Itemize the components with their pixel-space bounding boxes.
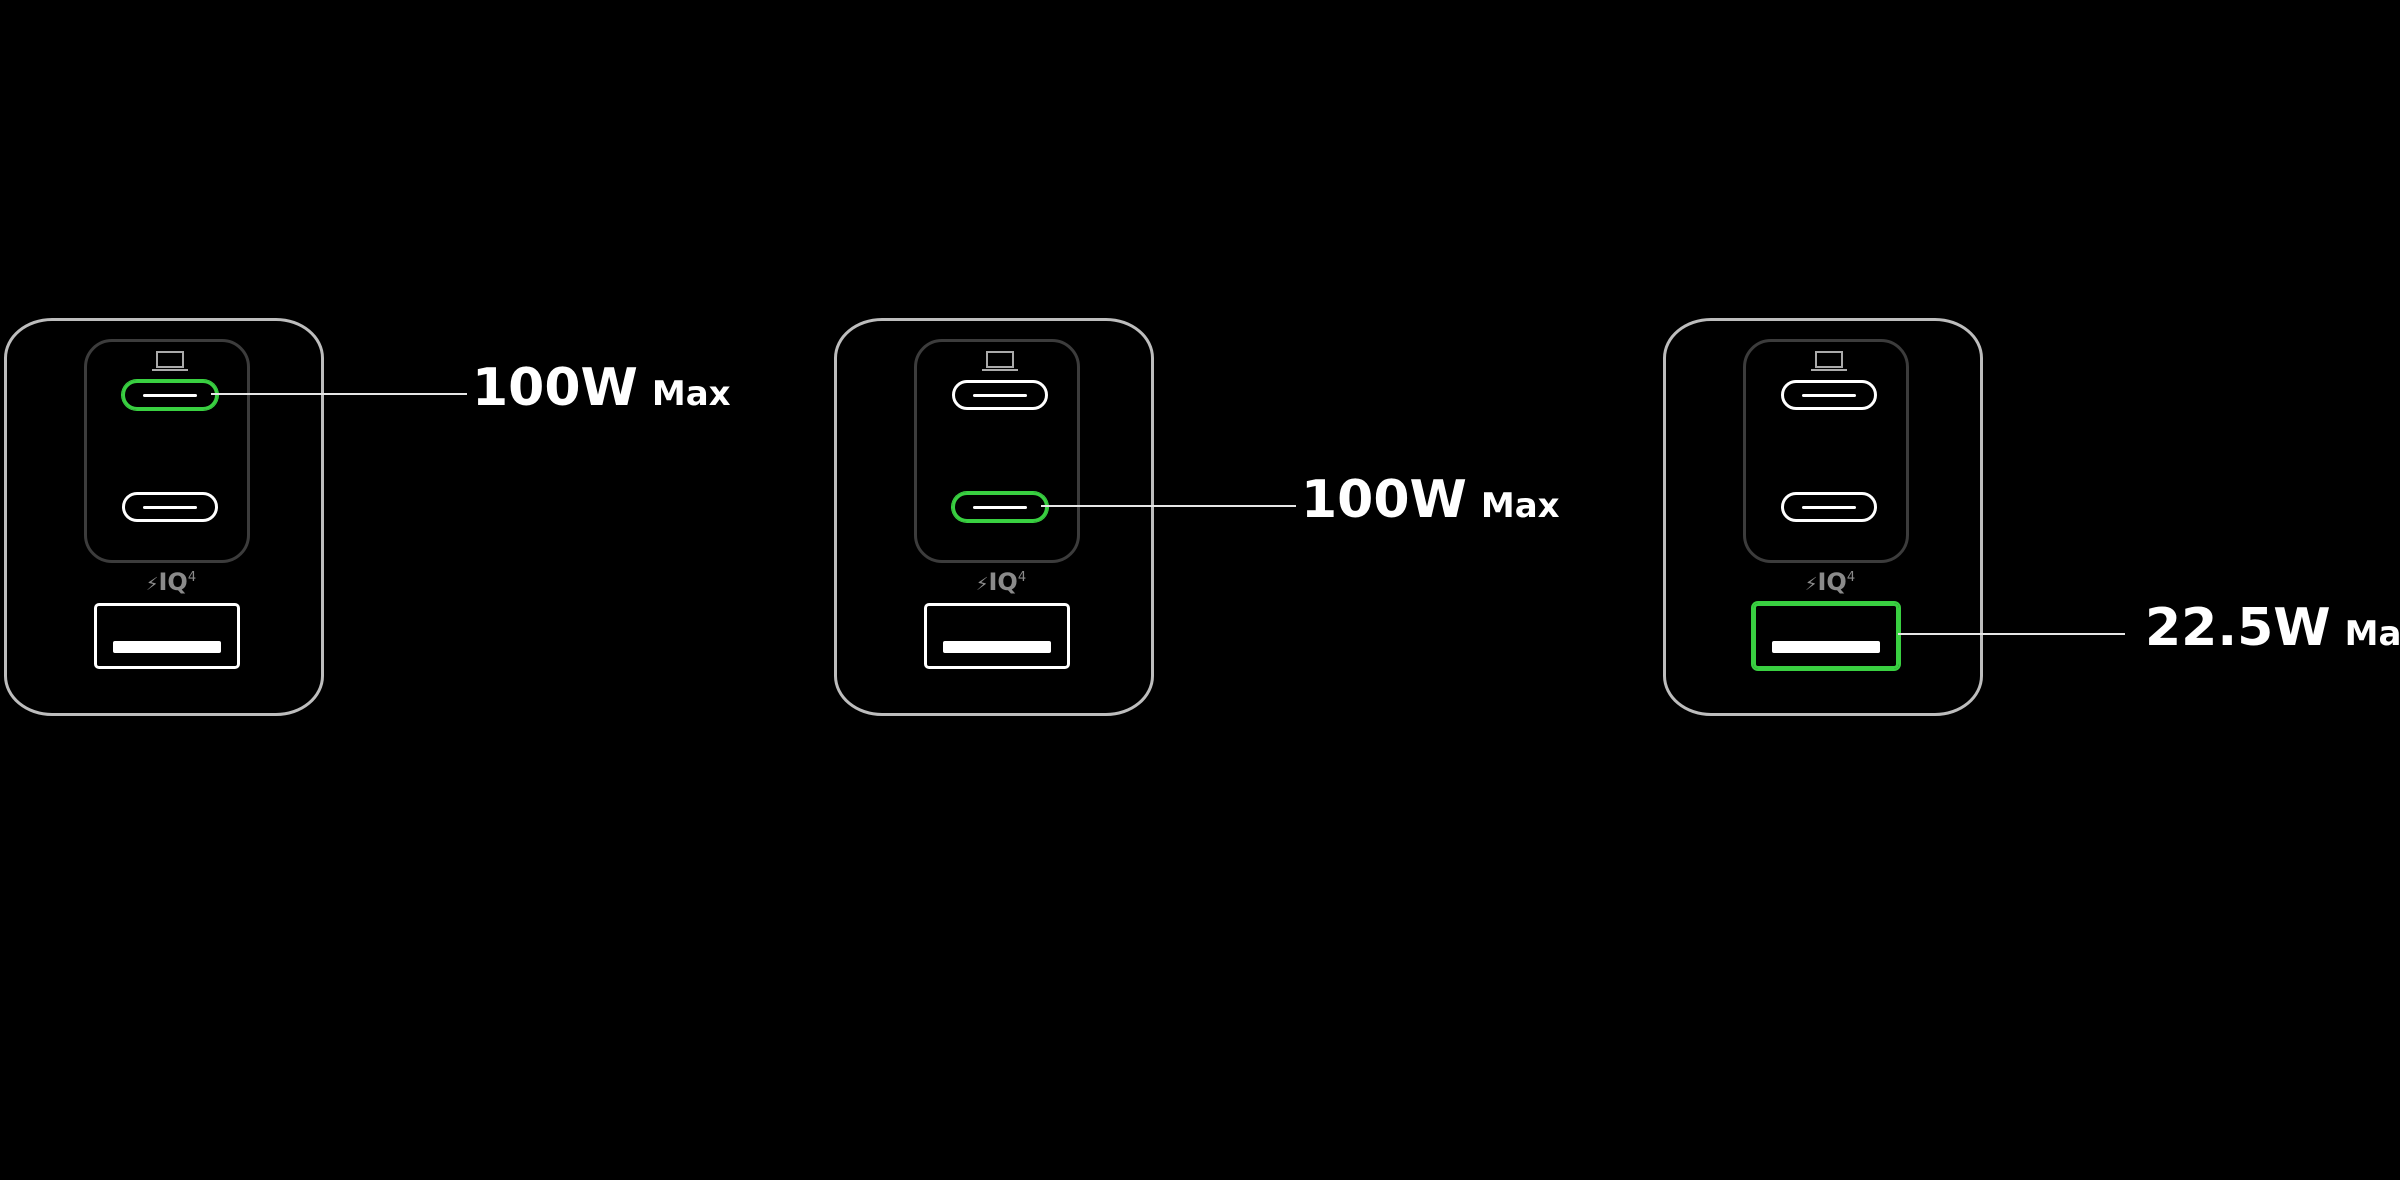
usb-c-port-2 <box>122 492 218 522</box>
usb-c-port-1-highlighted <box>122 380 218 410</box>
iq-badge: ⚡IQ4 <box>1798 568 1862 596</box>
usb-c-port-2 <box>1781 492 1877 522</box>
iq-badge: ⚡IQ4 <box>139 568 203 596</box>
bolt-icon: ⚡ <box>145 574 159 595</box>
power-value: 100W <box>472 358 638 418</box>
power-value: 100W <box>1301 470 1467 530</box>
iq-text: IQ <box>158 568 188 596</box>
usb-c-port-1 <box>1781 380 1877 410</box>
charger-body: ⚡IQ4 <box>834 318 1154 716</box>
power-unit: Max <box>2344 614 2400 654</box>
power-label: 100W Max <box>472 358 731 418</box>
bolt-icon: ⚡ <box>1804 574 1818 595</box>
iq-superscript: 4 <box>1846 570 1856 585</box>
usb-c-panel: ⚡IQ4 <box>84 339 250 596</box>
usb-a-port <box>924 603 1070 669</box>
usb-c-port-1 <box>952 380 1048 410</box>
leader-line <box>1898 633 2125 635</box>
power-value: 22.5W <box>2145 598 2331 658</box>
power-label: 22.5W Max <box>2145 598 2400 658</box>
power-unit: Max <box>651 374 731 414</box>
laptop-icon <box>152 351 188 371</box>
iq-superscript: 4 <box>187 570 197 585</box>
iq-badge: ⚡IQ4 <box>969 568 1033 596</box>
usb-a-port-highlighted <box>1753 603 1899 669</box>
usb-c-port-2-highlighted <box>952 492 1048 522</box>
leader-line <box>211 393 467 395</box>
usb-a-port <box>94 603 240 669</box>
iq-superscript: 4 <box>1017 570 1027 585</box>
usb-c-panel: ⚡IQ4 <box>1743 339 1909 596</box>
leader-line <box>1041 505 1296 507</box>
charger-body: ⚡IQ4 <box>4 318 324 716</box>
usb-c-panel: ⚡IQ4 <box>914 339 1080 596</box>
laptop-icon <box>1811 351 1847 371</box>
charger-body: ⚡IQ4 <box>1663 318 1983 716</box>
laptop-icon <box>982 351 1018 371</box>
iq-text: IQ <box>1817 568 1847 596</box>
bolt-icon: ⚡ <box>975 574 989 595</box>
power-label: 100W Max <box>1301 470 1560 530</box>
power-unit: Max <box>1480 486 1560 526</box>
iq-text: IQ <box>988 568 1018 596</box>
